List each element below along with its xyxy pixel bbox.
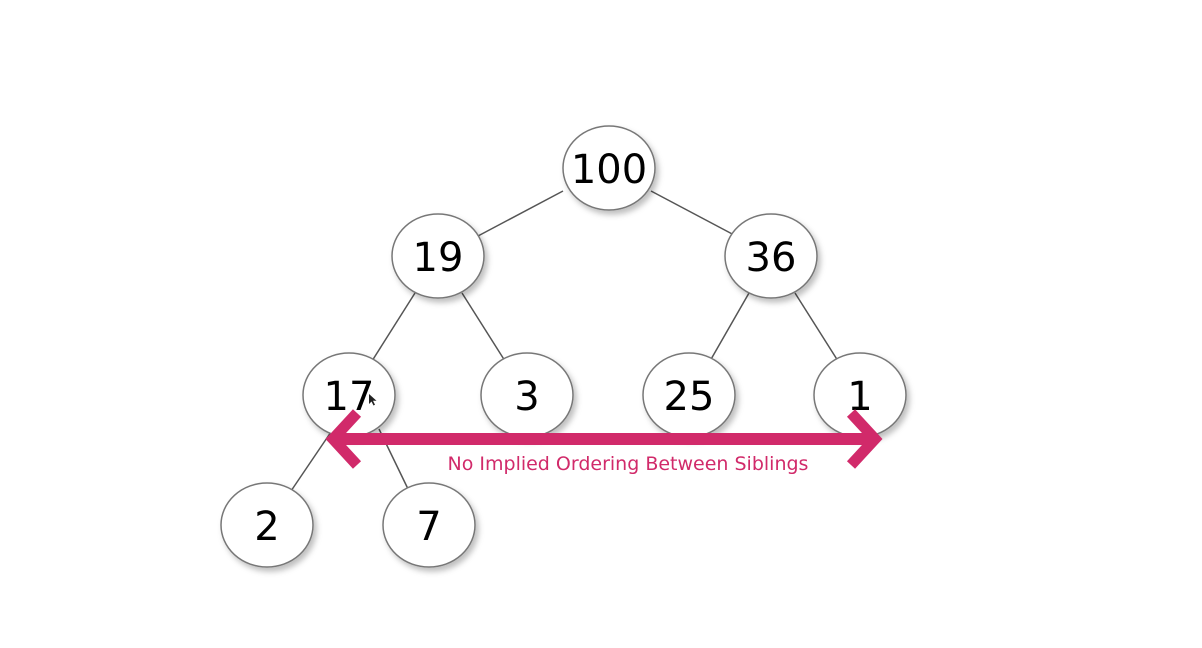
node-label: 25 (664, 374, 715, 420)
node-circle (220, 482, 314, 568)
edge-100-36 (650, 190, 737, 237)
arrow-caption: No Implied Ordering Between Siblings (448, 453, 809, 475)
node-label: 3 (514, 374, 539, 420)
tree-node: 1 (813, 352, 907, 438)
tree-node: 2 (220, 482, 314, 568)
node-label: 1 (847, 374, 872, 420)
tree-node: 36 (724, 213, 818, 299)
tree-node: 100 (562, 125, 656, 211)
node-circle (562, 125, 656, 211)
tree-node: 19 (391, 213, 485, 299)
edge-36-1 (794, 292, 839, 362)
node-label: 17 (324, 374, 375, 420)
tree-node: 3 (480, 352, 574, 438)
node-label: 36 (746, 235, 797, 281)
node-label: 19 (413, 235, 464, 281)
edge-19-3 (461, 292, 506, 362)
arrow-head-left (325, 409, 362, 469)
mouse-cursor-icon (369, 394, 377, 406)
node-label: 7 (416, 504, 441, 550)
sibling-arrow: No Implied Ordering Between Siblings (325, 409, 883, 475)
tree-node: 7 (382, 482, 476, 568)
tree-node: 25 (642, 352, 736, 438)
edge-36-25 (709, 292, 750, 362)
node-circle (391, 213, 485, 299)
edge-100-19 (477, 190, 564, 237)
node-label: 100 (571, 147, 647, 193)
edge-19-17 (371, 292, 416, 362)
node-label: 2 (254, 504, 279, 550)
tree-node: 17 (302, 352, 396, 438)
tree-nodes: 100 19 36 17 3 25 1 2 (220, 125, 907, 568)
node-circle (724, 213, 818, 299)
arrow-head-right (846, 409, 883, 469)
node-circle (382, 482, 476, 568)
